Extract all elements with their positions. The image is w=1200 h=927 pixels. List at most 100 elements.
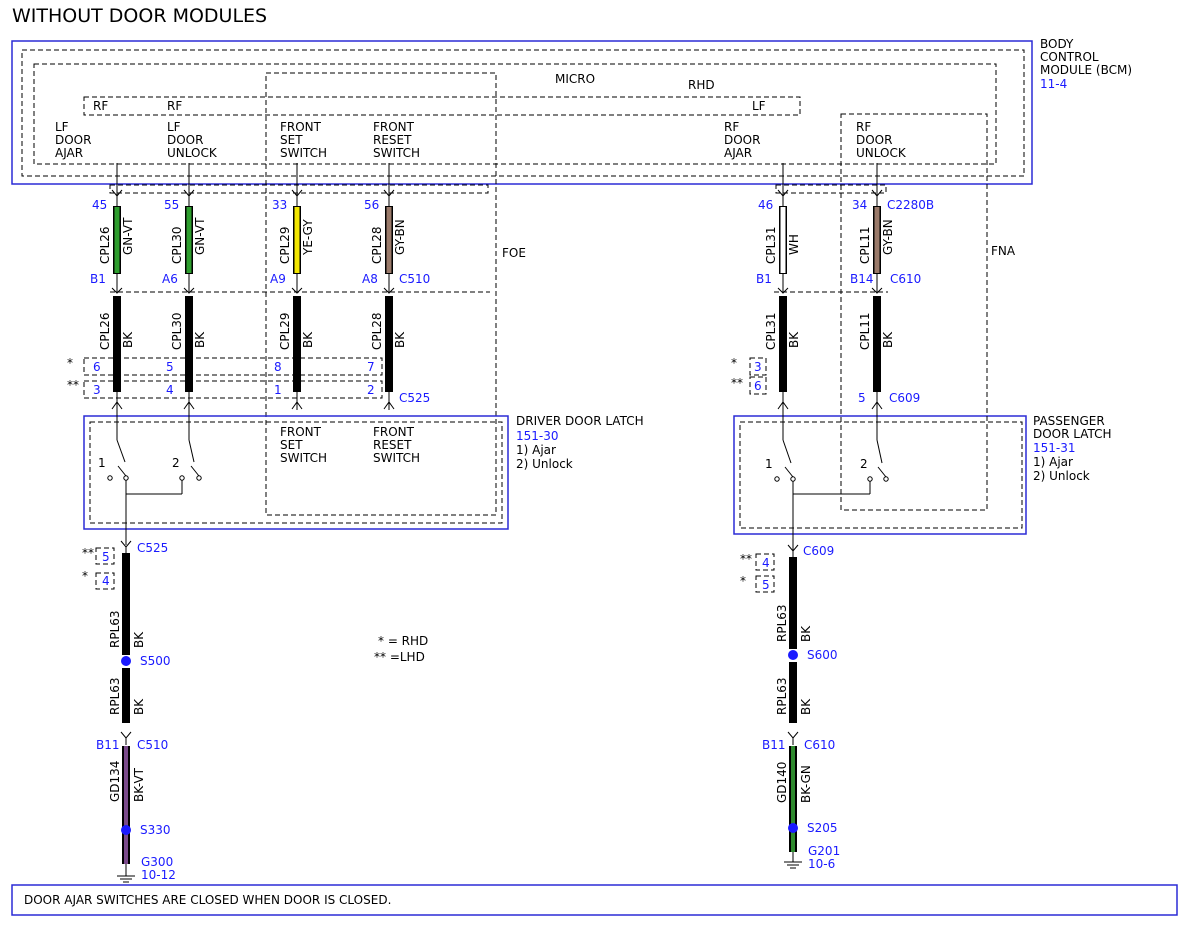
driver-rhd-pin-2: 5 (166, 360, 174, 374)
front-reset-2: RESET (373, 133, 412, 147)
driver-latch-switches (107, 410, 202, 545)
driver-gnd-rhd-marker: * (82, 569, 88, 583)
wire-arrow-low-1 (183, 401, 195, 410)
ground-g201-ref[interactable]: 10-6 (808, 857, 835, 871)
bcm-ref[interactable]: 11-4 (1040, 77, 1067, 91)
driver-gnd-circuit-1: RPL63 (108, 610, 122, 648)
splice-s330 (121, 825, 131, 835)
lower-color-label: BK (393, 331, 407, 348)
wire-lower-1 (185, 296, 193, 392)
ground-g300[interactable]: G300 (141, 855, 173, 869)
lf-label: LF (752, 99, 766, 113)
driver-gnd-color-3: BK-VT (132, 767, 146, 802)
c2280b-label[interactable]: C2280B (887, 198, 934, 212)
inline-pin-B1: B1 (90, 272, 106, 286)
c2280b-dash (775, 184, 887, 194)
driver-lhd-pin-2: 4 (166, 383, 174, 397)
c609-top-label[interactable]: C609 (889, 391, 920, 405)
driver-gnd-lhd-marker: ** (82, 546, 94, 560)
driver-gnd-conn2[interactable]: C510 (137, 738, 168, 752)
foe-label: FOE (502, 246, 526, 260)
foe-dash (265, 72, 497, 516)
lf-door-unlock-2: DOOR (167, 133, 203, 147)
wire-upper-2 (294, 207, 300, 273)
wire-lower-4 (779, 296, 787, 392)
bcm-name-3: MODULE (BCM) (1040, 63, 1132, 77)
bcm-pin-33: 33 (272, 198, 287, 212)
bcm-name-1: BODY (1040, 37, 1074, 51)
circuit-label: CPL30 (170, 226, 184, 264)
driver-gnd-lhd-pin: 5 (102, 550, 110, 564)
lower-circuit-label: CPL30 (170, 312, 184, 350)
bcm-pin-34: 34 (852, 198, 867, 212)
inline-pin-A6: A6 (162, 272, 178, 286)
driver-front-set-3: SWITCH (280, 451, 327, 465)
pass-switch-2-label: 2 (860, 457, 868, 471)
bcm-pin-45: 45 (92, 198, 107, 212)
front-set-1: FRONT (280, 120, 322, 134)
passenger-latch-ref[interactable]: 151-31 (1033, 441, 1076, 455)
rf-door-unlock-2: DOOR (856, 133, 892, 147)
driver-switch-1-label: 1 (98, 456, 106, 470)
lower-circuit-label: CPL26 (98, 312, 112, 350)
driver-gnd-pin: B11 (96, 738, 120, 752)
pass-gnd-pin: B11 (762, 738, 786, 752)
driver-front-reset-1: FRONT (373, 425, 415, 439)
passenger-latch-switches (774, 410, 889, 550)
driver-gnd-rhd-pin: 4 (102, 574, 110, 588)
driver-gnd-connector[interactable]: C525 (137, 541, 168, 555)
splice-s205-label[interactable]: S205 (807, 821, 838, 835)
pass-gnd-connector[interactable]: C609 (803, 544, 834, 558)
rf-lf-dash (83, 96, 801, 116)
wire-lower-2 (293, 296, 301, 392)
wire-upper-5 (874, 207, 880, 273)
lf-door-ajar-3: AJAR (55, 146, 83, 160)
splice-s205 (788, 823, 798, 833)
bcm-name-2: CONTROL (1040, 50, 1099, 64)
passenger-latch-note-2: 2) Unlock (1033, 469, 1090, 483)
driver-gnd-rhd-box (95, 572, 115, 590)
wire-upper-0 (114, 207, 120, 273)
ground-g201[interactable]: G201 (808, 844, 840, 858)
driver-front-reset-3: SWITCH (373, 451, 420, 465)
splice-s330-label[interactable]: S330 (140, 823, 171, 837)
wire-color-label: GN-VT (121, 217, 135, 255)
lower-circuit-label: CPL11 (858, 312, 872, 350)
splice-s600-label[interactable]: S600 (807, 648, 838, 662)
pass-gnd-conn2[interactable]: C610 (804, 738, 835, 752)
pass-gnd-lhd-pin: 4 (762, 556, 770, 570)
driver-lhd-pin-4: 2 (367, 383, 375, 397)
driver-lhd-pin-3: 1 (274, 383, 282, 397)
driver-rhd-pin-box (83, 357, 383, 376)
lf-door-ajar-1: LF (55, 120, 69, 134)
wire-color-label: GY-BN (881, 219, 895, 255)
c610-label[interactable]: C610 (890, 272, 921, 286)
wire-arrow-mid-5 (871, 287, 883, 294)
driver-latch-ref[interactable]: 151-30 (516, 429, 559, 443)
rf-label-a: RF (93, 99, 108, 113)
lower-color-label: BK (193, 331, 207, 348)
pass-gnd-color-1: BK (799, 625, 813, 642)
c525-top-label[interactable]: C525 (399, 391, 430, 405)
pass-gnd-rhd-marker: * (740, 574, 746, 588)
splice-s500-label[interactable]: S500 (140, 654, 171, 668)
rf-door-ajar-3: AJAR (724, 146, 752, 160)
pass-gnd-lhd-box (755, 553, 775, 571)
bcm-pin-46: 46 (758, 198, 773, 212)
fna-dash (840, 113, 988, 511)
pass-c609-pin: 5 (858, 391, 866, 405)
pass-lhd-pin: 6 (754, 379, 762, 393)
micro-dash (33, 63, 997, 165)
lf-door-unlock-3: UNLOCK (167, 146, 218, 160)
driver-latch-note-2: 2) Unlock (516, 457, 573, 471)
driver-front-reset-2: RESET (373, 438, 412, 452)
rf-door-ajar-2: DOOR (724, 133, 760, 147)
wire-arrow-mid-2 (291, 287, 303, 294)
note-box (11, 884, 1178, 916)
ground-g300-ref[interactable]: 10-12 (141, 868, 176, 882)
wire-lower-0 (113, 296, 121, 392)
pass-gnd-circuit-3: GD140 (775, 762, 789, 803)
c510-label[interactable]: C510 (399, 272, 430, 286)
rhd-label: RHD (688, 78, 715, 92)
